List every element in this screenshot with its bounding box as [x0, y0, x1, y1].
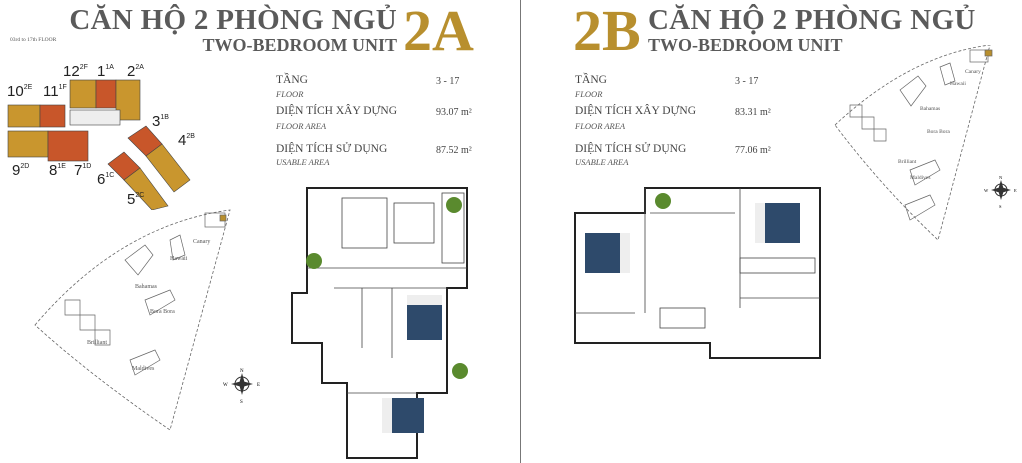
title-2a: CĂN HỘ 2 PHÒNG NGỦ — [69, 4, 397, 36]
spec-label-en: FLOOR AREA — [276, 121, 327, 131]
spec-value: 3 - 17 — [735, 76, 759, 87]
unit-label: 42B — [178, 132, 195, 149]
unit-label: 111F — [43, 83, 67, 100]
unit-label: 102E — [7, 83, 33, 100]
unit-code-2a: 2A — [403, 0, 474, 63]
site-label-hawaii: Hawaii — [950, 81, 966, 87]
spec-label: DIỆN TÍCH SỬ DỤNG — [575, 143, 687, 155]
floor-plan-2a — [291, 187, 468, 459]
spec-label: DIỆN TÍCH XÂY DỰNG — [575, 105, 697, 117]
spec-label-en: USABLE AREA — [276, 157, 330, 167]
site-label-hawaii: Hawaii — [170, 256, 188, 262]
compass-e: E — [257, 383, 260, 388]
spec-value: 3 - 17 — [436, 76, 460, 87]
spec-label: TẦNG — [276, 74, 308, 86]
unit-label: 11A — [97, 63, 114, 80]
page-divider — [520, 0, 521, 463]
compass-s: S — [999, 204, 1002, 209]
unit-code-2b: 2B — [573, 0, 641, 63]
spec-label: DIỆN TÍCH SỬ DỤNG — [276, 143, 388, 155]
compass-w: W — [223, 383, 228, 388]
floor-note: 03rd to 17th FLOOR — [10, 37, 57, 43]
spec-value: 87.52 m² — [436, 145, 472, 156]
spec-value: 77.06 m² — [735, 145, 771, 156]
spec-label-en: FLOOR — [575, 89, 603, 99]
site-label-brilliant: Brilliant — [898, 159, 917, 165]
title-2b: CĂN HỘ 2 PHÒNG NGỦ — [648, 4, 976, 36]
unit-label: 71D — [74, 162, 92, 179]
site-label-bahamas: Bahamas — [135, 284, 158, 290]
spec-label-en: USABLE AREA — [575, 157, 629, 167]
unit-label: 52C — [127, 191, 145, 208]
unit-label: 22A — [127, 63, 144, 80]
compass-e: E — [1014, 188, 1017, 193]
site-label-maldives: Maldives — [910, 175, 930, 181]
unit-label: 92D — [12, 162, 30, 179]
site-label-bora-bora: Bora Bora — [927, 129, 950, 135]
compass-icon: N S W E — [984, 175, 1017, 209]
site-label-bahamas: Bahamas — [920, 106, 940, 112]
spec-label-en: FLOOR — [276, 89, 304, 99]
unit-label: 61C — [97, 171, 115, 188]
site-label-maldives: Maldives — [132, 366, 155, 372]
spec-label-en: FLOOR AREA — [575, 121, 626, 131]
building-key-plan — [7, 79, 191, 210]
compass-n: N — [999, 175, 1003, 180]
floor-plan-2b — [574, 187, 821, 359]
spec-label: DIỆN TÍCH XÂY DỰNG — [276, 105, 398, 117]
unit-label: 31B — [152, 113, 169, 130]
site-plan-2b: Canary Hawaii Bahamas Bora Bora Brillian… — [834, 45, 993, 241]
compass-s: S — [240, 400, 243, 405]
spec-value: 83.31 m² — [735, 107, 771, 118]
compass-icon: N S W E — [223, 369, 260, 405]
unit-label: 81E — [49, 162, 66, 179]
subtitle-2a: TWO-BEDROOM UNIT — [202, 35, 397, 55]
site-plan-2a: Canary Hawaii Bahamas Bora Bora Brillian… — [34, 209, 231, 431]
spec-label: TẦNG — [575, 74, 607, 86]
compass-w: W — [984, 188, 989, 193]
site-label-canary: Canary — [193, 239, 210, 245]
spec-value: 93.07 m² — [436, 107, 472, 118]
subtitle-2b: TWO-BEDROOM UNIT — [648, 35, 843, 55]
site-label-canary: Canary — [965, 69, 981, 75]
compass-n: N — [240, 369, 244, 374]
site-label-bora-bora: Bora Bora — [150, 309, 175, 315]
unit-label: 122F — [63, 63, 88, 80]
site-label-brilliant: Brilliant — [87, 340, 107, 346]
